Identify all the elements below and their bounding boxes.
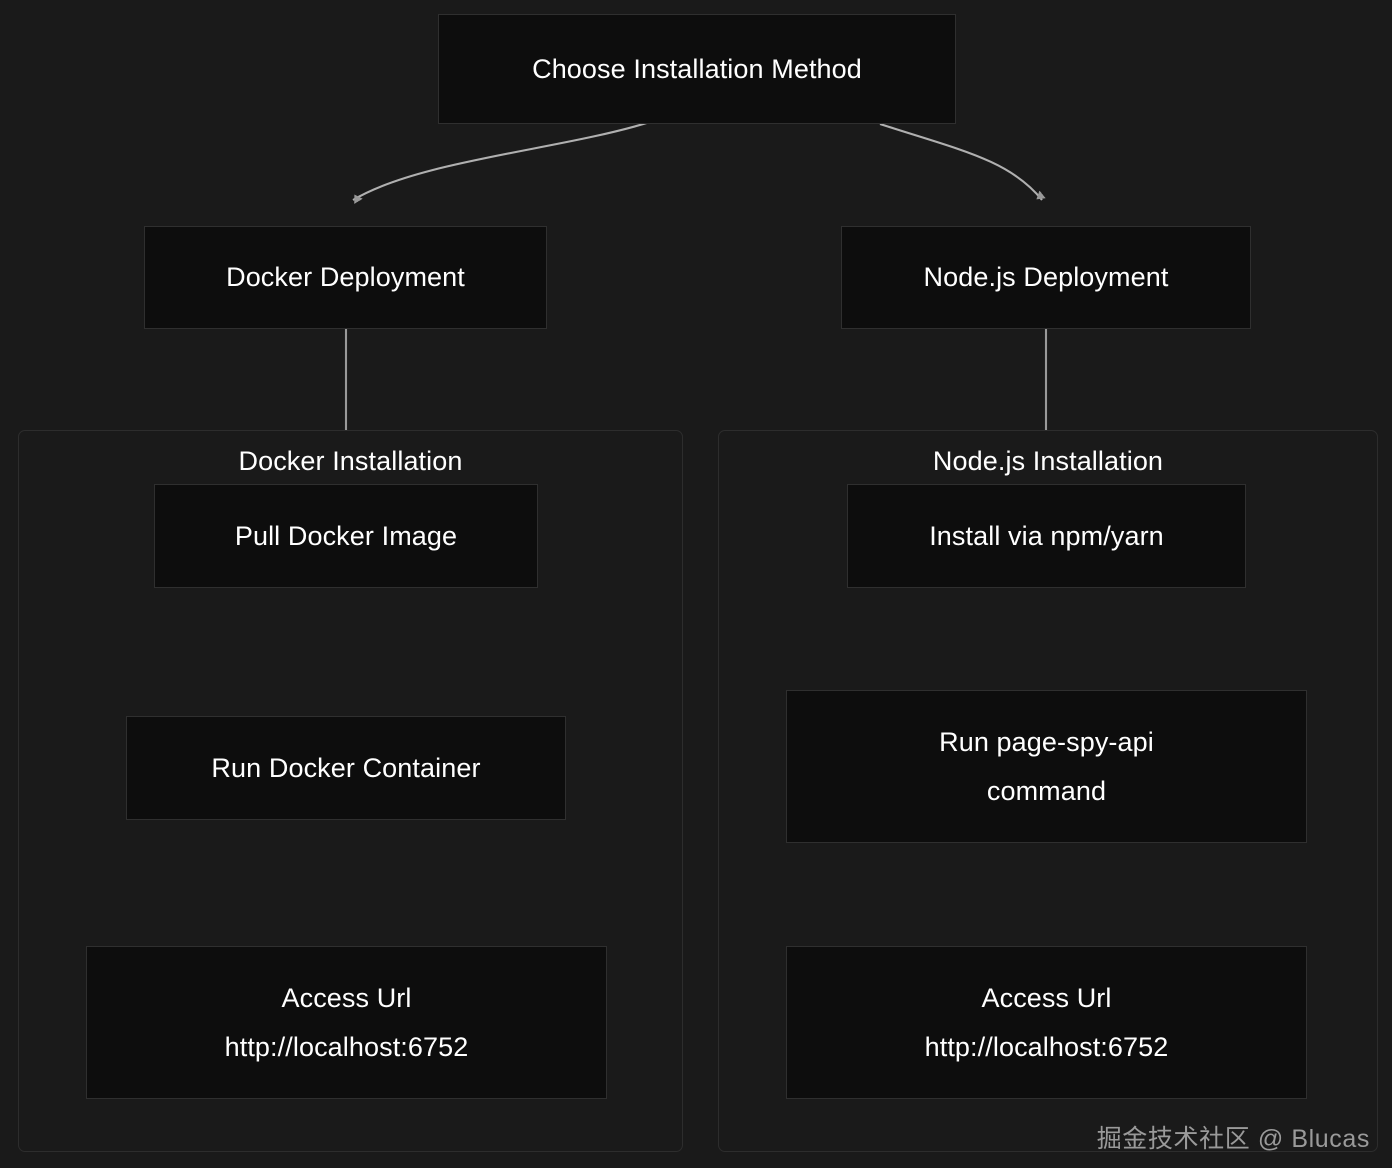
edge-root-to-nodejs xyxy=(879,123,1046,201)
node-pull-docker-image[interactable]: Pull Docker Image xyxy=(154,484,538,588)
node-nodejs-access-url-label: Access Url http://localhost:6752 xyxy=(924,983,1169,1062)
edge-root-to-docker xyxy=(352,120,651,204)
node-docker-deployment[interactable]: Docker Deployment xyxy=(144,226,547,329)
node-run-page-spy-api-command-label: Run page-spy-api command xyxy=(939,727,1154,806)
node-run-docker-container-label: Run Docker Container xyxy=(211,752,481,783)
subgraph-nodejs-installation-label: Node.js Installation xyxy=(932,446,1164,476)
watermark-text: 掘金技术社区 @ Blucas xyxy=(1096,1125,1370,1153)
node-nodejs-deployment-label: Node.js Deployment xyxy=(923,262,1169,293)
node-choose-installation-method[interactable]: Choose Installation Method xyxy=(438,14,956,124)
node-nodejs-deployment[interactable]: Node.js Deployment xyxy=(841,226,1251,329)
node-docker-deployment-label: Docker Deployment xyxy=(226,262,465,293)
node-docker-access-url-label: Access Url http://localhost:6752 xyxy=(224,983,469,1062)
node-run-docker-container[interactable]: Run Docker Container xyxy=(126,716,566,820)
node-run-page-spy-api-command[interactable]: Run page-spy-api command xyxy=(786,690,1307,843)
node-nodejs-access-url[interactable]: Access Url http://localhost:6752 xyxy=(786,946,1307,1099)
node-pull-docker-image-label: Pull Docker Image xyxy=(234,520,458,551)
node-docker-access-url[interactable]: Access Url http://localhost:6752 xyxy=(86,946,607,1099)
subgraph-docker-installation-label: Docker Installation xyxy=(238,446,463,476)
node-choose-installation-method-label: Choose Installation Method xyxy=(532,53,862,84)
node-install-via-npm-yarn[interactable]: Install via npm/yarn xyxy=(847,484,1246,588)
node-install-via-npm-yarn-label: Install via npm/yarn xyxy=(929,520,1164,551)
